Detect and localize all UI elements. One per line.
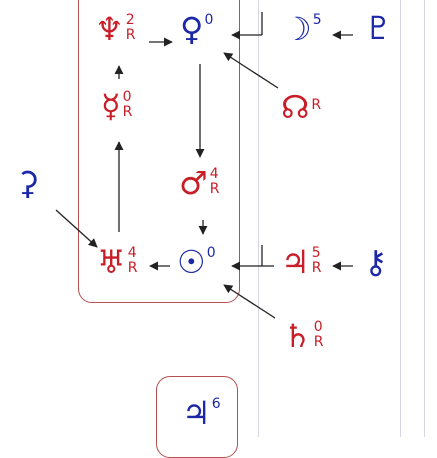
chiron-icon: ⚷	[364, 243, 388, 281]
saturn-icon: ♄	[283, 317, 312, 355]
main-dispositor-frame	[78, 0, 240, 303]
mercury-degree: 0	[122, 89, 132, 105]
arrow-saturn-sun	[223, 284, 276, 319]
uranus-degree: 4	[127, 245, 137, 261]
mars-degree: 4	[209, 166, 219, 182]
mars-icon: ♂	[179, 164, 208, 202]
moon-node: ☽5	[283, 13, 322, 45]
arrow-node-venus	[223, 52, 279, 89]
north-node-node: ☊R	[281, 91, 321, 123]
jupiter-retro-retro: R	[311, 259, 322, 276]
mercury-icon: ☿	[101, 87, 121, 125]
north-node-icon: ☊	[281, 88, 310, 126]
chiron-node: ⚷	[364, 246, 387, 278]
north-node-retro: R	[311, 97, 322, 113]
mercury-retro: R	[122, 103, 133, 120]
jupiter-icon: ♃	[182, 394, 211, 432]
venus-icon: ♀	[180, 10, 204, 48]
saturn-retro: R	[313, 333, 324, 350]
saturn-degree: 0	[313, 319, 323, 335]
ceres-icon: ⚳	[16, 164, 40, 202]
moon-degree: 5	[312, 12, 322, 28]
grid-line	[258, 0, 259, 437]
pluto-icon: ♇	[364, 9, 393, 47]
venus-degree: 0	[204, 12, 214, 28]
grid-line	[400, 0, 401, 437]
jupiter-retro-degree: 5	[311, 245, 321, 261]
arrows-layer	[55, 12, 353, 319]
neptune-degree: 2	[125, 12, 135, 28]
moon-icon: ☽	[283, 10, 312, 48]
venus-node: ♀0	[180, 13, 213, 45]
grid-line	[424, 0, 425, 437]
pluto-node: ♇	[364, 12, 393, 44]
uranus-icon: ♅	[97, 243, 126, 281]
mars-retro: R	[209, 180, 220, 197]
neptune-icon: ♆	[95, 10, 124, 48]
neptune-retro: R	[125, 26, 136, 43]
jupiter-degree: 6	[211, 396, 221, 412]
arrow-ceres-uranus	[55, 209, 98, 248]
sun-degree: 0	[206, 245, 216, 261]
ceres-node: ⚳	[16, 167, 39, 199]
jupiter-node: ♃6	[182, 397, 221, 429]
sun-node: ☉0	[177, 246, 216, 278]
sun-icon: ☉	[177, 243, 206, 281]
uranus-retro: R	[127, 259, 138, 276]
jupiter-retro-icon: ♃	[281, 243, 310, 281]
